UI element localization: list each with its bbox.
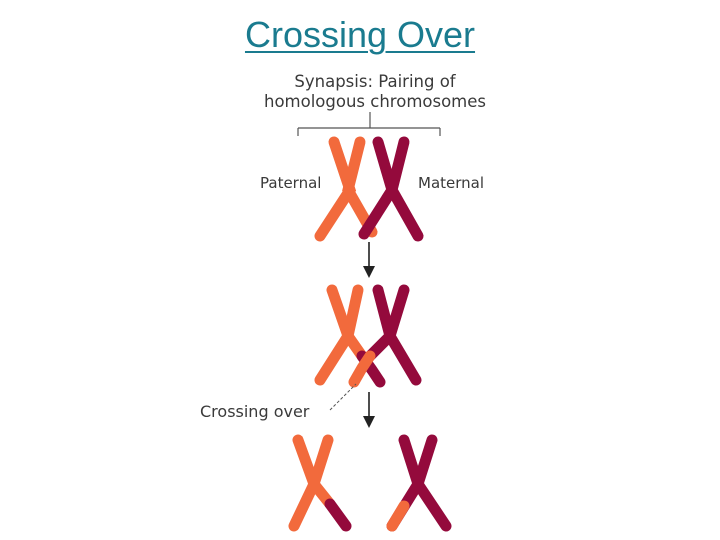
- stage3-recombinant-maternal: [386, 434, 452, 532]
- slide-title: Crossing Over: [244, 14, 476, 55]
- synapsis-heading-line2: homologous chromosomes: [264, 92, 486, 111]
- arrow-down-icon: [363, 392, 375, 428]
- maternal-label: Maternal: [418, 174, 485, 192]
- stage2-maternal-chromosome: [356, 284, 422, 388]
- synapsis-bracket: [297, 112, 441, 136]
- paternal-label: Paternal: [260, 174, 322, 192]
- crossing-over-pointer: [329, 383, 357, 411]
- arrow-down-icon: [363, 242, 375, 278]
- stage3-recombinant-paternal: [288, 434, 352, 532]
- synapsis-heading-line1: Synapsis: Pairing of: [294, 72, 456, 91]
- synapsis-heading: Synapsis: Pairing of homologous chromoso…: [250, 72, 500, 112]
- stage2-paternal-chromosome: [314, 284, 368, 386]
- stage2-exchanged-segment: [348, 350, 376, 388]
- stage1-paternal-chromosome: [314, 136, 378, 242]
- crossing-over-label: Crossing over: [200, 402, 310, 421]
- stage1-maternal-chromosome: [358, 136, 424, 242]
